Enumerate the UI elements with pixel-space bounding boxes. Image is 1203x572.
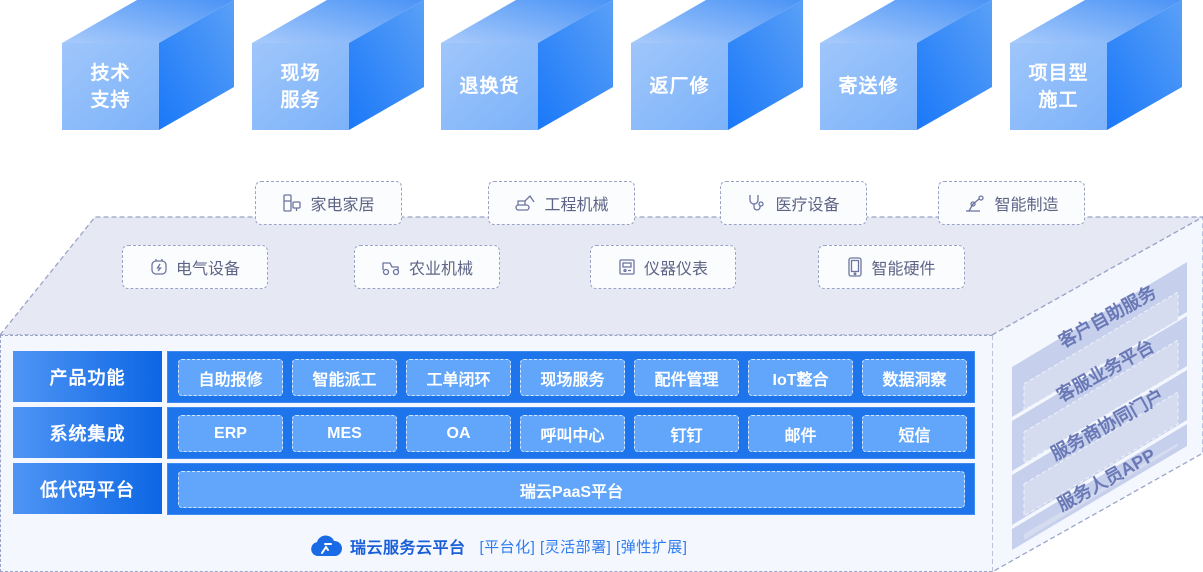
industry-label: 智能制造 bbox=[994, 197, 1059, 214]
layer-item[interactable]: 短信 bbox=[862, 415, 967, 452]
service-mode-cube[interactable]: 项目型 施工 bbox=[1010, 0, 1185, 132]
brand-tags: [平台化] [灵活部署] [弹性扩展] bbox=[479, 538, 688, 556]
layer-item-paas[interactable]: 瑞云PaaS平台 bbox=[178, 471, 965, 508]
layer-label-system-integration: 系统集成 bbox=[13, 407, 162, 458]
service-mode-cube[interactable]: 现场 服务 bbox=[252, 0, 427, 132]
electric-icon bbox=[151, 259, 167, 275]
service-mode-label: 现场 服务 bbox=[280, 62, 321, 111]
industry-chip-medical[interactable]: 医疗设备 bbox=[720, 181, 867, 225]
industry-chip-appliance[interactable]: 家电家居 bbox=[255, 181, 402, 225]
layer-item[interactable]: 现场服务 bbox=[520, 359, 625, 396]
layer-label-product-features: 产品功能 bbox=[13, 351, 162, 402]
service-mode-label: 寄送修 bbox=[838, 76, 899, 97]
industry-chip-smart-hardware[interactable]: 智能硬件 bbox=[818, 245, 965, 289]
industry-chip-agriculture[interactable]: 农业机械 bbox=[354, 245, 500, 289]
layer-label-low-code: 低代码平台 bbox=[13, 463, 162, 514]
industry-chip-electrical[interactable]: 电气设备 bbox=[122, 245, 268, 289]
meter-icon bbox=[619, 259, 635, 275]
channel-bands bbox=[1012, 262, 1187, 550]
layer-item[interactable]: 配件管理 bbox=[634, 359, 739, 396]
industry-label: 家电家居 bbox=[310, 197, 375, 214]
industry-chip-instruments[interactable]: 仪器仪表 bbox=[590, 245, 736, 289]
industry-label: 农业机械 bbox=[408, 261, 473, 278]
cube-shape bbox=[62, 0, 234, 130]
layer-item[interactable]: OA bbox=[406, 415, 511, 452]
tractor-icon bbox=[382, 262, 400, 276]
industry-label: 智能硬件 bbox=[871, 261, 936, 278]
platform-footer: 瑞云服务云平台 [平台化] [灵活部署] [弹性扩展] bbox=[310, 533, 687, 559]
cube-shape bbox=[441, 0, 613, 130]
cube-shape bbox=[820, 0, 992, 130]
layer-item[interactable]: 数据洞察 bbox=[862, 359, 967, 396]
service-mode-cube[interactable]: 寄送修 bbox=[820, 0, 995, 132]
robot-arm-icon bbox=[966, 195, 985, 212]
cube-shape bbox=[1010, 0, 1182, 130]
layer-item[interactable]: 钉钉 bbox=[634, 415, 739, 452]
cube-shape bbox=[631, 0, 803, 130]
cloud-logo-icon bbox=[311, 535, 342, 556]
cube-shape bbox=[252, 0, 424, 130]
excavator-icon bbox=[515, 194, 536, 211]
layer-row-low-code: 瑞云PaaS平台 bbox=[167, 463, 975, 515]
brand-name: 瑞云服务云平台 bbox=[350, 540, 466, 557]
service-mode-label: 返厂修 bbox=[649, 76, 710, 97]
layer-item[interactable]: IoT整合 bbox=[748, 359, 853, 396]
service-mode-cube[interactable]: 退换货 bbox=[441, 0, 616, 132]
industry-label: 仪器仪表 bbox=[643, 261, 708, 278]
stethoscope-icon bbox=[749, 195, 765, 211]
layer-item[interactable]: ERP bbox=[178, 415, 283, 452]
tablet-icon bbox=[848, 257, 863, 277]
service-mode-cube[interactable]: 技术 支持 bbox=[62, 0, 237, 132]
industry-label: 工程机械 bbox=[544, 197, 609, 214]
industry-label: 电气设备 bbox=[175, 261, 240, 278]
appliance-icon bbox=[283, 194, 302, 212]
layer-item[interactable]: 工单闭环 bbox=[406, 359, 511, 396]
layer-item[interactable]: MES bbox=[292, 415, 397, 452]
service-mode-label: 退换货 bbox=[459, 76, 520, 97]
layer-item[interactable]: 邮件 bbox=[748, 415, 853, 452]
service-mode-label: 项目型 施工 bbox=[1028, 62, 1089, 111]
service-mode-label: 技术 支持 bbox=[90, 62, 131, 111]
industry-label: 医疗设备 bbox=[775, 197, 840, 214]
layer-item[interactable]: 智能派工 bbox=[292, 359, 397, 396]
layer-item[interactable]: 呼叫中心 bbox=[520, 415, 625, 452]
industry-chip-smart-manufacturing[interactable]: 智能制造 bbox=[938, 181, 1085, 225]
service-mode-cube[interactable]: 返厂修 bbox=[631, 0, 806, 132]
layer-item[interactable]: 自助报修 bbox=[178, 359, 283, 396]
industry-chip-construction[interactable]: 工程机械 bbox=[488, 181, 635, 225]
